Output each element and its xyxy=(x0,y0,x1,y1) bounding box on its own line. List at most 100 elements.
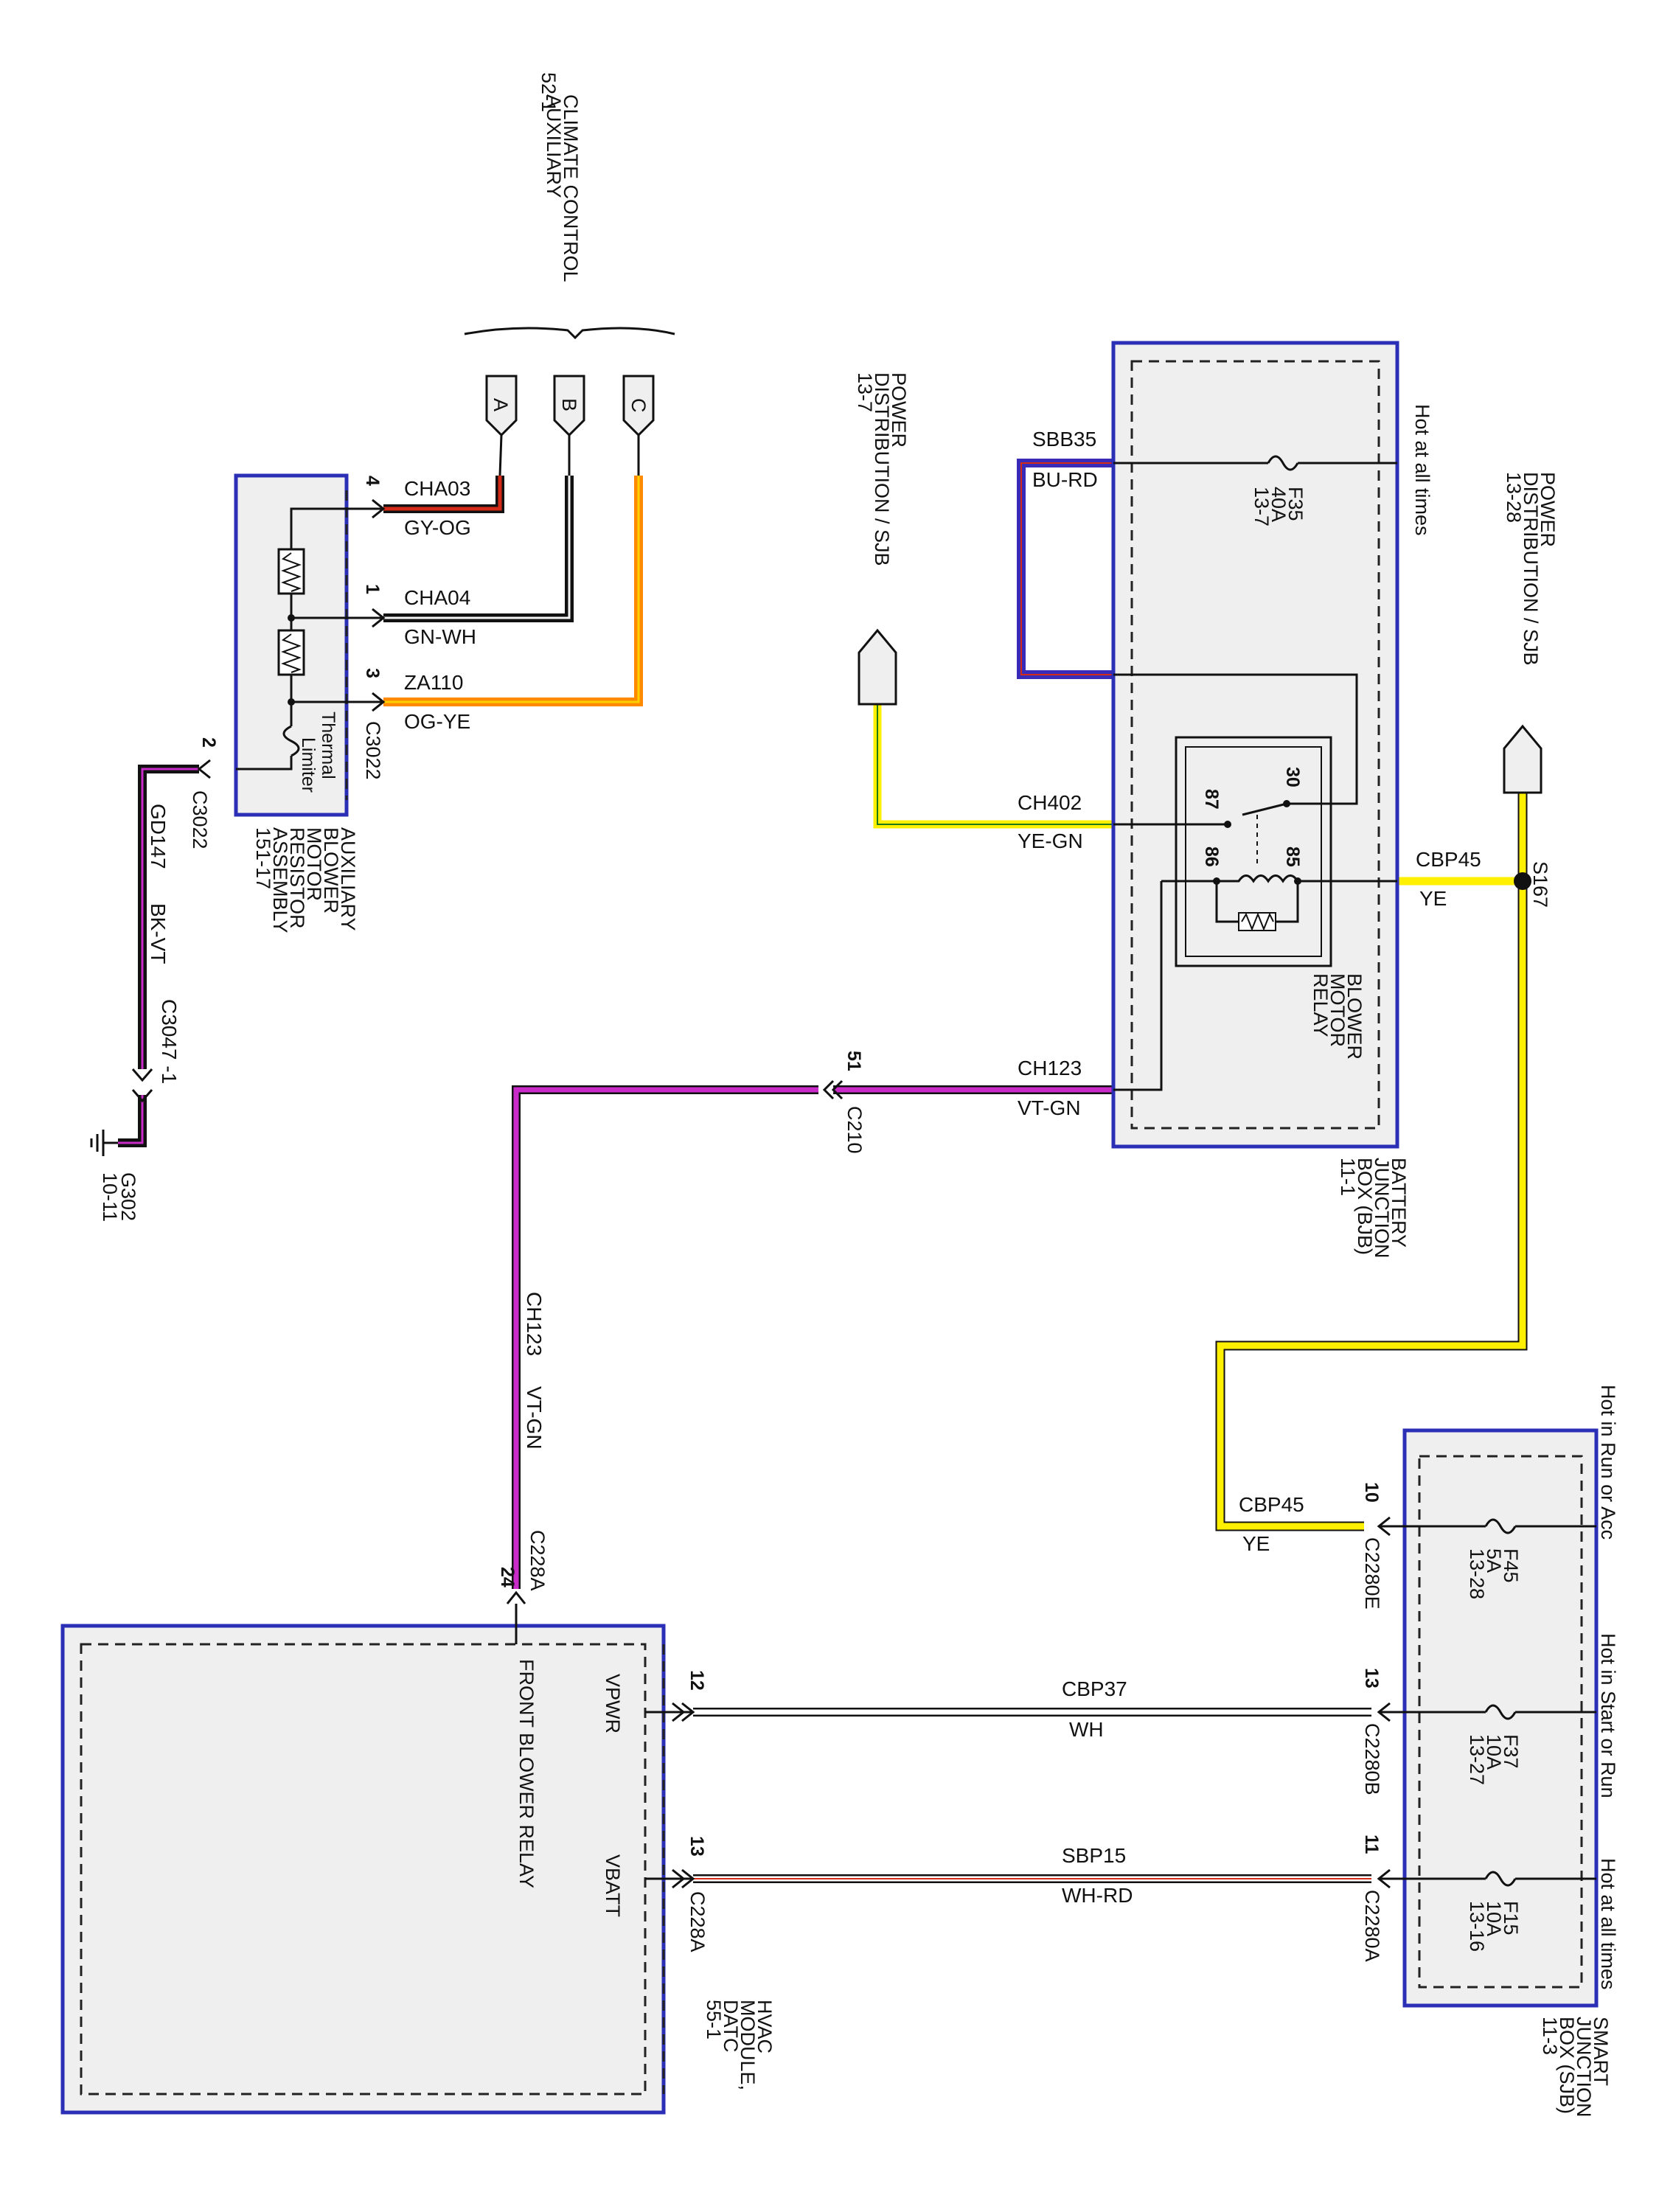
svg-text:BU-RD: BU-RD xyxy=(1032,468,1098,491)
power-dist-right: POWER DISTRIBUTION / SJB 13-28 xyxy=(1503,472,1559,794)
svg-text:POWER: POWER xyxy=(1537,472,1559,547)
svg-text:C3047 -1: C3047 -1 xyxy=(158,999,181,1084)
svg-text:30: 30 xyxy=(1282,767,1303,787)
svg-text:24: 24 xyxy=(497,1567,518,1587)
svg-text:CBP45: CBP45 xyxy=(1239,1493,1304,1516)
svg-text:13-28: 13-28 xyxy=(1503,472,1525,523)
svg-text:DISTRIBUTION / SJB: DISTRIBUTION / SJB xyxy=(871,372,893,566)
fuse-f35-icon xyxy=(1267,455,1299,471)
svg-text:13: 13 xyxy=(1361,1668,1382,1688)
svg-text:SBP15: SBP15 xyxy=(1062,1844,1126,1867)
svg-text:Hot at all times: Hot at all times xyxy=(1411,404,1433,536)
svg-text:BK-VT: BK-VT xyxy=(147,903,170,964)
svg-text:13-27: 13-27 xyxy=(1466,1734,1488,1785)
svg-text:OG-YE: OG-YE xyxy=(404,710,470,733)
svg-text:VBATT: VBATT xyxy=(602,1854,624,1917)
svg-text:FRONT BLOWER RELAY: FRONT BLOWER RELAY xyxy=(515,1659,538,1888)
svg-text:CH123: CH123 xyxy=(1018,1057,1082,1079)
wire-ch123 xyxy=(512,1085,1113,1589)
svg-text:BLOWER: BLOWER xyxy=(1343,973,1366,1060)
svg-text:86: 86 xyxy=(1201,846,1222,867)
aux-climate-brace xyxy=(464,327,675,340)
ground-section: GD147 BK-VT C3047 -1 G302 10-11 xyxy=(90,804,181,1222)
svg-text:Hot at all times: Hot at all times xyxy=(1597,1858,1619,1990)
svg-text:B: B xyxy=(558,398,580,411)
svg-text:GY-OG: GY-OG xyxy=(404,516,471,539)
wire-labels-ch123-side: CH123 VT-GN xyxy=(523,1292,546,1450)
svg-text:C3022: C3022 xyxy=(189,790,211,849)
svg-text:10: 10 xyxy=(1361,1482,1382,1503)
svg-text:MOTOR: MOTOR xyxy=(303,827,325,901)
pin-a-connector: A xyxy=(485,375,518,476)
svg-text:5A: 5A xyxy=(1483,1548,1505,1573)
svg-text:POWER: POWER xyxy=(888,372,910,448)
svg-text:SBB35: SBB35 xyxy=(1032,428,1096,451)
svg-text:11-1: 11-1 xyxy=(1337,1158,1359,1196)
resistor-1 xyxy=(277,548,305,595)
svg-text:BOX (BJB): BOX (BJB) xyxy=(1354,1158,1376,1255)
svg-text:BLOWER: BLOWER xyxy=(320,827,342,914)
svg-text:1: 1 xyxy=(362,584,383,594)
splice-s167: S167 xyxy=(1514,861,1551,908)
svg-text:HVAC: HVAC xyxy=(754,2000,776,2053)
power-dist-left-connector xyxy=(858,628,897,706)
svg-text:DISTRIBUTION / SJB: DISTRIBUTION / SJB xyxy=(1520,472,1542,666)
svg-text:C2280B: C2280B xyxy=(1361,1723,1383,1795)
svg-text:F45: F45 xyxy=(1500,1548,1522,1583)
svg-text:WH-RD: WH-RD xyxy=(1062,1884,1133,1907)
svg-text:40A: 40A xyxy=(1267,487,1290,522)
svg-text:11: 11 xyxy=(1361,1834,1382,1854)
svg-text:RESISTOR: RESISTOR xyxy=(286,827,308,929)
wire-cha04 xyxy=(383,476,574,622)
svg-text:CHA03: CHA03 xyxy=(404,477,470,500)
svg-text:CH123: CH123 xyxy=(523,1292,546,1356)
fuse-f45-icon xyxy=(1484,1518,1517,1534)
svg-text:87: 87 xyxy=(1201,789,1222,810)
svg-text:2: 2 xyxy=(198,737,219,748)
svg-text:CH402: CH402 xyxy=(1018,791,1082,814)
svg-text:Limiter: Limiter xyxy=(298,737,319,793)
svg-text:MOTOR: MOTOR xyxy=(1326,973,1349,1047)
svg-text:4: 4 xyxy=(362,476,383,486)
svg-text:CLIMATE CONTROL: CLIMATE CONTROL xyxy=(560,94,582,282)
svg-text:CHA04: CHA04 xyxy=(404,586,470,609)
svg-text:C228A: C228A xyxy=(526,1530,549,1591)
svg-text:C3022: C3022 xyxy=(362,721,384,780)
svg-text:10A: 10A xyxy=(1483,1734,1505,1770)
svg-text:55-1: 55-1 xyxy=(703,2000,725,2039)
svg-text:VT-GN: VT-GN xyxy=(1018,1096,1081,1119)
svg-text:F35: F35 xyxy=(1284,487,1307,521)
resistor-2 xyxy=(277,629,305,676)
wire-sbb35 xyxy=(1017,459,1113,679)
svg-text:ZA110: ZA110 xyxy=(404,671,463,694)
svg-text:YE: YE xyxy=(1242,1532,1270,1555)
svg-text:11-3: 11-3 xyxy=(1539,2017,1561,2055)
svg-text:C228A: C228A xyxy=(686,1891,709,1952)
svg-text:Thermal: Thermal xyxy=(318,712,338,779)
svg-text:CBP45: CBP45 xyxy=(1416,848,1481,871)
svg-text:C210: C210 xyxy=(844,1106,866,1154)
svg-text:SMART: SMART xyxy=(1590,2017,1612,2086)
svg-text:12: 12 xyxy=(686,1670,707,1691)
smart-junction-box: F45 5A 13-28 F37 10A 13-27 F15 10A 13-16… xyxy=(1361,1385,1619,2118)
pin-b-connector: B xyxy=(553,375,585,476)
svg-text:GD147: GD147 xyxy=(147,804,170,869)
c210-connector: 51 C210 xyxy=(822,1051,866,1154)
svg-text:C2280A: C2280A xyxy=(1361,1890,1383,1962)
svg-text:10-11: 10-11 xyxy=(99,1172,121,1222)
svg-text:JUNCTION: JUNCTION xyxy=(1573,2017,1595,2118)
svg-text:GN-WH: GN-WH xyxy=(404,625,476,648)
svg-text:VT-GN: VT-GN xyxy=(523,1386,546,1450)
aux-resistor-assembly: Thermal Limiter 4 1 3 2 C3022 C3022 AUXI… xyxy=(189,473,386,933)
wire-za110 xyxy=(383,476,643,706)
aux-climate-label: AUXILIARY CLIMATE CONTROL 52-1 xyxy=(538,72,582,282)
svg-text:BATTERY: BATTERY xyxy=(1388,1158,1410,1248)
svg-text:C: C xyxy=(627,398,650,413)
svg-text:13-7: 13-7 xyxy=(854,372,876,412)
wire-labels-lower: CBP45 YE CBP37 WH SBP15 WH-RD xyxy=(1062,1493,1304,1907)
wire-ch402 xyxy=(873,704,1113,829)
wire-cha03 xyxy=(383,476,504,513)
pin-c-connector: C xyxy=(622,375,655,476)
fuse-f15-icon xyxy=(1484,1871,1517,1887)
